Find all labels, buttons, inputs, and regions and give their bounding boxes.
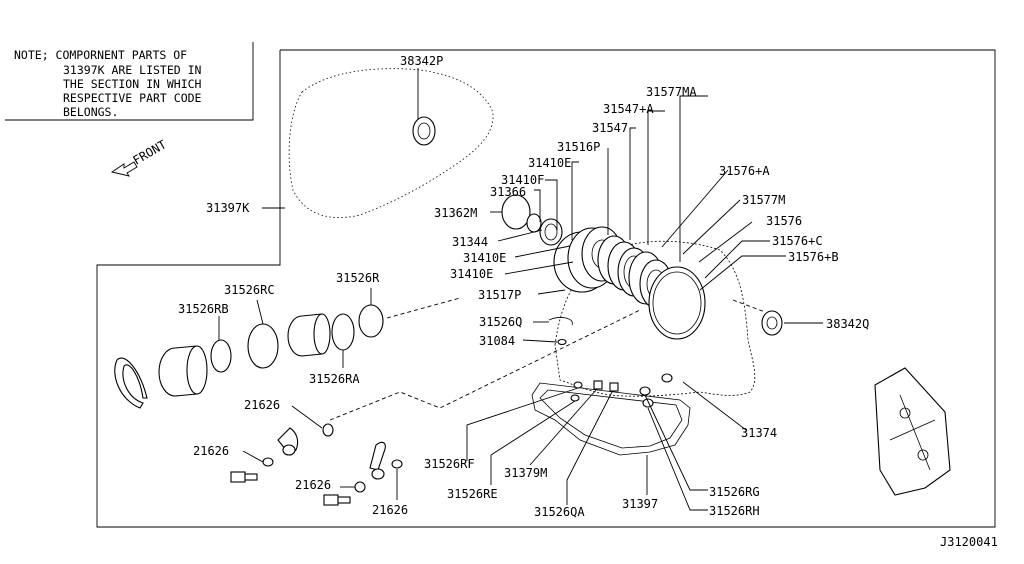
label-31366: 31366 (490, 185, 526, 199)
label-31410E-c: 31410E (450, 267, 493, 281)
front-arrow-icon: FRONT (110, 137, 169, 177)
label-31517P: 31517P (478, 288, 521, 302)
label-21626-a: 21626 (244, 398, 280, 412)
label-31344: 31344 (452, 235, 488, 249)
label-31577MA: 31577MA (646, 85, 697, 99)
label-31526RE: 31526RE (447, 487, 498, 501)
label-21626-b: 21626 (193, 444, 229, 458)
front-label: FRONT (131, 137, 169, 167)
note-line-5: BELONGS. (63, 105, 118, 119)
housing-gasket (288, 68, 494, 218)
note-line-2: 31397K ARE LISTED IN (63, 63, 202, 77)
cylinder-31526RB (158, 345, 208, 397)
washer-21626-c (354, 481, 366, 493)
label-31526QA: 31526QA (534, 505, 585, 519)
seal-31526RC (247, 323, 279, 369)
label-38342Q: 38342Q (826, 317, 869, 331)
label-31397: 31397 (622, 497, 658, 511)
snap-ring (114, 357, 148, 409)
note-line-1: NOTE; COMPORNENT PARTS OF (14, 48, 187, 62)
case-inset (874, 367, 951, 496)
cooler-tube-right (369, 441, 403, 480)
seal-31526R (358, 304, 384, 338)
label-31576: 31576 (766, 214, 802, 228)
label-21626-d: 21626 (372, 503, 408, 517)
oil-seal-38342Q (761, 310, 783, 336)
label-31410E-b: 31410E (463, 251, 506, 265)
label-31526RC: 31526RC (224, 283, 275, 297)
label-21626-c: 21626 (295, 478, 331, 492)
label-31526RA: 31526RA (309, 372, 360, 386)
label-38342P: 38342P (400, 54, 443, 68)
label-31547A: 31547+A (603, 102, 654, 116)
label-31526RG: 31526RG (709, 485, 760, 499)
label-31526RB: 31526RB (178, 302, 229, 316)
label-31526R: 31526R (336, 271, 380, 285)
oil-seal-38342P (412, 116, 436, 146)
seal-31526RA (331, 313, 355, 351)
label-31526RH: 31526RH (709, 504, 760, 518)
note-box: NOTE; COMPORNENT PARTS OF 31397K ARE LIS… (5, 42, 254, 121)
label-31576A: 31576+A (719, 164, 770, 178)
label-31410E-a: 31410E (528, 156, 571, 170)
label-31516P: 31516P (557, 140, 600, 154)
bolt-left (230, 471, 258, 483)
label-31547: 31547 (592, 121, 628, 135)
label-31410F: 31410F (501, 173, 544, 187)
cooler-tube-left (262, 427, 299, 467)
label-31576C: 31576+C (772, 234, 823, 248)
main-frame (96, 49, 996, 528)
seal-31526RB (210, 339, 232, 373)
label-31374: 31374 (741, 426, 777, 440)
washer-21626-a (322, 423, 334, 437)
label-31576B: 31576+B (788, 250, 839, 264)
label-31526RF: 31526RF (424, 457, 475, 471)
transmission-case (554, 240, 756, 397)
label-31379M: 31379M (504, 466, 547, 480)
label-31577M: 31577M (742, 193, 785, 207)
bolt-right (323, 494, 351, 506)
plug-31084 (557, 338, 567, 346)
label-31084: 31084 (479, 334, 515, 348)
oil-pan-gasket (531, 382, 691, 456)
leader-lines (218, 68, 823, 511)
part-labels: 38342P 31397K 31577MA 31547+A 31547 3151… (178, 54, 869, 519)
label-31362M: 31362M (434, 206, 477, 220)
clip-31526Q (548, 317, 573, 326)
note-line-3: THE SECTION IN WHICH (63, 77, 202, 91)
label-31526Q: 31526Q (479, 315, 522, 329)
cylinder-31526RA (287, 313, 331, 357)
note-line-4: RESPECTIVE PART CODE (63, 91, 202, 105)
diagram-code: J3120041 (940, 535, 998, 549)
clutch-stack (501, 194, 706, 340)
label-31397K: 31397K (206, 201, 250, 215)
